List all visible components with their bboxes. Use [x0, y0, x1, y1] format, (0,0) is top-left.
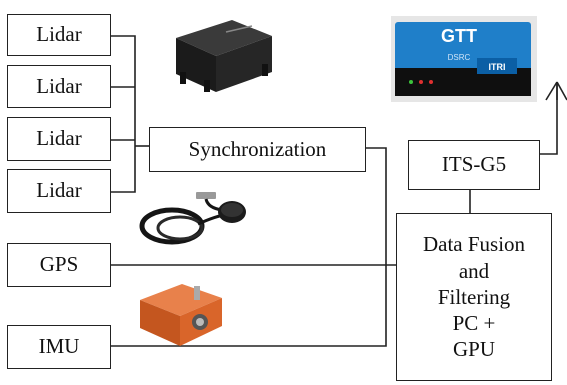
lidar-label-2: Lidar: [36, 73, 82, 98]
gps-box: GPS: [7, 243, 111, 287]
lidar-box-3: Lidar: [7, 117, 111, 161]
antenna-icon: [545, 81, 567, 101]
lidar-bus-line: [111, 35, 136, 193]
gps-label: GPS: [39, 252, 79, 277]
fusion-line-5: GPU: [452, 337, 495, 362]
lidar-label-4: Lidar: [36, 178, 82, 203]
dsrc-unit-image: GTT DSRC ITRI: [391, 16, 537, 102]
imu-label: IMU: [38, 334, 80, 359]
antenna-feed-line: [540, 82, 558, 155]
fusion-line-2: and: [458, 258, 490, 283]
device-logo-text: GTT: [441, 26, 477, 46]
lidar-box-1: Lidar: [7, 14, 111, 56]
gps-receiver-image: [139, 192, 246, 245]
imu-box: IMU: [7, 325, 111, 369]
lidar-box-4: Lidar: [7, 169, 111, 213]
lidar-box-2: Lidar: [7, 65, 111, 108]
lidar-label-1: Lidar: [36, 22, 82, 47]
device-badge-text: ITRI: [489, 62, 506, 72]
fusion-line-1: Data Fusion: [422, 232, 526, 257]
imu-device-image: [140, 284, 222, 346]
lidar-device-image: [176, 20, 272, 92]
its-g5-label: ITS-G5: [441, 152, 507, 177]
sync-imu-to-fusion-line: [111, 147, 387, 347]
fusion-line-4: PC +: [452, 311, 496, 336]
lidar-label-3: Lidar: [36, 126, 82, 151]
its-g5-box: ITS-G5: [408, 140, 540, 190]
synchronization-box: Synchronization: [149, 127, 366, 172]
data-fusion-box: Data Fusion and Filtering PC + GPU: [396, 213, 552, 381]
synchronization-label: Synchronization: [188, 136, 327, 161]
device-label-text: DSRC: [448, 53, 471, 62]
fusion-line-3: Filtering: [437, 284, 511, 309]
